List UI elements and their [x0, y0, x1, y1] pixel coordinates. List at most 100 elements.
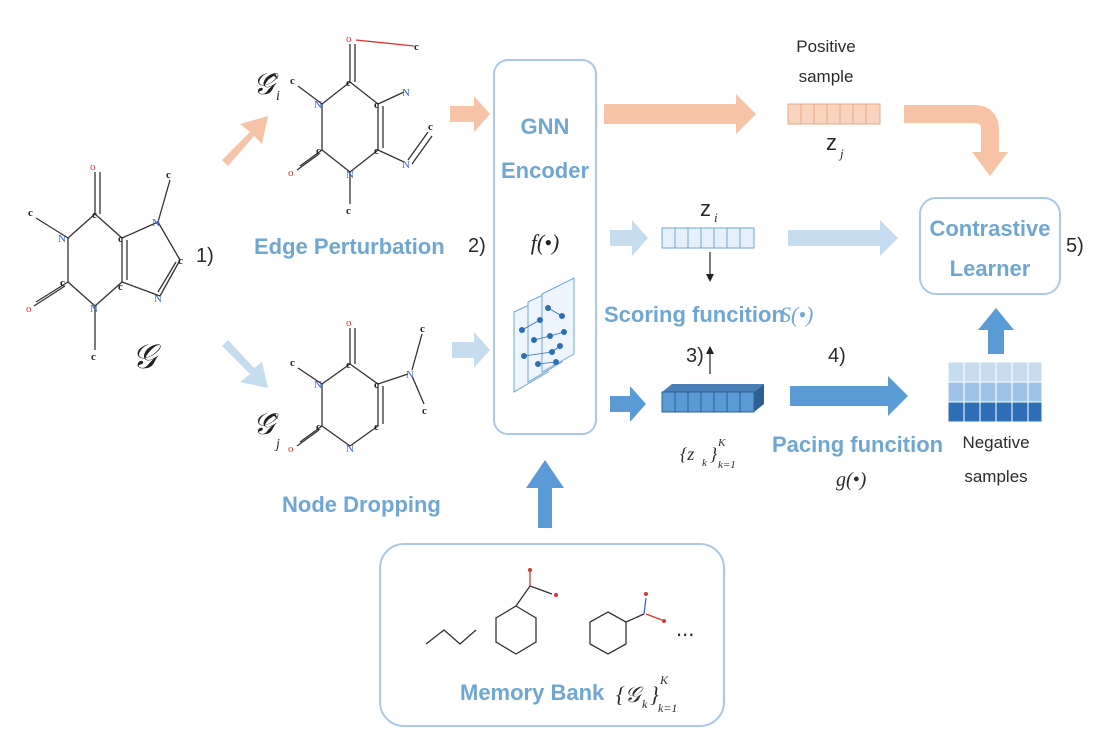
zk-set-superscript: K	[717, 437, 726, 449]
memory-bank-set-subscript: k	[642, 697, 648, 711]
original-molecule: o c N c c o N c c c N c c N	[26, 161, 183, 363]
memory-bank-set-open: {𝒢	[616, 682, 644, 707]
atom-c: c	[92, 209, 97, 221]
atom-n: N	[58, 233, 66, 245]
atom-n: N	[402, 159, 410, 171]
arrow-zi-to-learner	[788, 220, 898, 256]
atom-c: c	[414, 41, 419, 53]
atom-n: N	[154, 293, 162, 305]
arrow-positive-to-learner-head	[972, 152, 1008, 176]
atom-n: N	[402, 87, 410, 99]
neural-layers-icon	[513, 277, 575, 393]
arrow-negatives-to-learner	[978, 308, 1014, 354]
gnn-encoder-title-1: GNN	[521, 114, 570, 139]
memory-ellipsis: ...	[676, 616, 694, 641]
arrow-gj-to-encoder	[452, 332, 490, 368]
atom-c: c	[346, 359, 351, 371]
zi-down-arrowhead	[706, 274, 714, 282]
atom-c: c	[28, 207, 33, 219]
gnn-encoder-title-2: Encoder	[501, 158, 589, 183]
atom-n: N	[346, 443, 354, 455]
positive-sample-vector	[787, 103, 881, 125]
negative-samples-label-1: Negative	[962, 433, 1029, 452]
atom-c: c	[118, 281, 123, 293]
memory-bank-set-superscript: K	[659, 673, 669, 687]
positive-sample-label-2: sample	[799, 67, 854, 86]
anchor-vector	[661, 227, 755, 249]
atom-c: c	[91, 351, 96, 363]
step-3-label: 3)	[686, 345, 704, 367]
atom-o: o	[288, 443, 294, 455]
atom-c: c	[374, 421, 379, 433]
zk-set-range: k=1	[718, 459, 736, 471]
arrow-memory-to-encoder	[526, 460, 564, 528]
atom-o: o	[346, 33, 352, 45]
memory-bank-box	[379, 543, 725, 727]
contrastive-learner-box	[919, 197, 1061, 295]
atom-c: c	[290, 75, 295, 87]
atom-c: c	[420, 323, 425, 335]
encoder-function-label: f(•)	[531, 230, 559, 255]
memory-bank-label: Memory Bank	[460, 680, 605, 705]
atom-c: c	[374, 379, 379, 391]
atom-c: c	[422, 405, 427, 417]
memory-vector-stack	[661, 384, 764, 413]
arrow-to-node-dropping	[222, 340, 268, 388]
atom-o: o	[288, 167, 294, 179]
negative-samples-matrix	[947, 361, 1043, 423]
z-i-label: z	[700, 196, 711, 221]
edge-perturbation-label: Edge Perturbation	[254, 234, 445, 259]
z-j-label: z	[826, 130, 837, 155]
memory-bank-set-range: k=1	[658, 701, 677, 715]
atom-n: N	[152, 217, 160, 229]
atom-c: c	[374, 145, 379, 157]
arrow-zk-to-negatives	[790, 376, 908, 416]
atom-c: c	[316, 145, 321, 157]
step-5-label: 5)	[1066, 235, 1084, 257]
atom-c: c	[166, 169, 171, 181]
node-dropping-label: Node Dropping	[282, 492, 441, 517]
atom-c: c	[346, 205, 351, 217]
scoring-function-label: Scoring funcition	[604, 302, 785, 327]
arrow-encoder-to-zk	[610, 386, 646, 422]
atom-o: o	[90, 161, 96, 173]
zk-up-arrowhead	[706, 346, 714, 354]
atom-c: c	[178, 255, 183, 267]
memory-bank-set-close: }	[650, 682, 659, 707]
atom-c: c	[346, 77, 351, 89]
atom-c: c	[118, 233, 123, 245]
atom-n: N	[314, 99, 322, 111]
graph-j-subscript: j	[274, 437, 280, 452]
arrow-positive-to-learner	[904, 105, 999, 156]
atom-c: c	[374, 99, 379, 111]
pacing-function-label: Pacing funcition	[772, 432, 943, 457]
atom-o: o	[346, 317, 352, 329]
graph-i-subscript: i	[276, 89, 280, 104]
zk-set-open: {z	[680, 444, 694, 464]
positive-sample-label-1: Positive	[796, 37, 856, 56]
atom-c: c	[60, 277, 65, 289]
arrow-encoder-to-zi	[610, 220, 648, 256]
augmented-molecule-j: o c c N c N c c c o c N	[288, 317, 427, 455]
atom-n: N	[314, 379, 322, 391]
arrow-gi-to-encoder	[450, 96, 490, 132]
atom-n: N	[406, 369, 414, 381]
negative-samples-label-2: samples	[964, 467, 1027, 486]
atom-o: o	[26, 303, 32, 315]
scoring-function-symbol: S(•)	[780, 302, 813, 327]
graph-symbol: 𝒢	[132, 339, 161, 376]
atom-n: N	[90, 303, 98, 315]
contrastive-learner-title-1: Contrastive	[929, 216, 1050, 241]
zk-set-subscript: k	[702, 457, 708, 469]
augmented-molecule-i: o c c c N c N c o c N c N c	[288, 33, 433, 217]
atom-c: c	[290, 357, 295, 369]
z-i-subscript: i	[714, 210, 718, 225]
atom-n: N	[346, 169, 354, 181]
zk-set-close: }	[710, 444, 718, 464]
pacing-function-symbol: g(•)	[836, 469, 867, 491]
contrastive-learner-title-2: Learner	[950, 256, 1031, 281]
z-j-subscript: j	[838, 146, 844, 161]
arrow-encoder-to-positive	[604, 94, 756, 134]
atom-c: c	[316, 421, 321, 433]
